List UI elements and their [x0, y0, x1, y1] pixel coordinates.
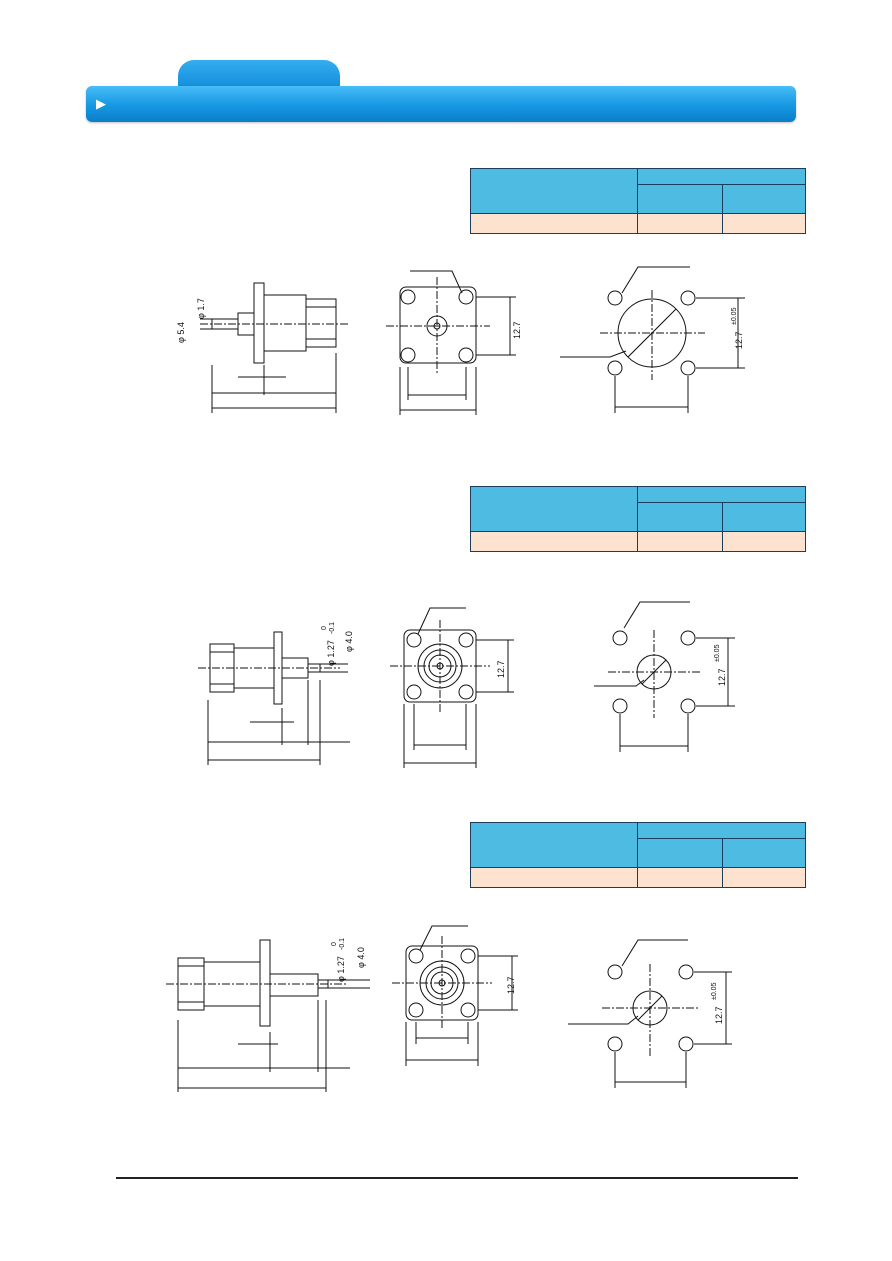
spec-table-header-cell	[722, 184, 806, 214]
dim-label: φ 4.0	[344, 631, 354, 652]
panel-cutout-3	[568, 939, 732, 1088]
spec-table-cell	[722, 213, 806, 234]
panel-cutout-1	[560, 266, 745, 413]
dim-label: φ 1.27	[326, 640, 336, 666]
spec-table-header-cell	[637, 822, 806, 839]
dim-label: 12.7	[496, 660, 506, 678]
drawing-section-1: φ 1.7 φ 5.4 12.7 12.7 ±0.05	[176, 266, 745, 415]
spec-table-cell	[637, 213, 723, 234]
header-bar: ▶	[86, 86, 796, 122]
dim-tolerance: ±0.05	[731, 307, 738, 325]
play-arrow-icon: ▶	[96, 96, 106, 111]
dim-tolerance: -0.1	[339, 938, 346, 950]
spec-table-header-cell	[722, 502, 806, 532]
spec-table-header-cell	[722, 838, 806, 868]
dim-label: 12.7	[512, 321, 522, 339]
dim-tolerance: ±0.05	[714, 644, 721, 662]
dim-label: φ 4.0	[356, 947, 366, 968]
front-view-2	[390, 607, 514, 768]
dim-tolerance: 0	[321, 626, 328, 630]
dim-label: 12.7	[506, 976, 516, 994]
spec-table-1	[470, 168, 806, 234]
dim-label: φ 1.7	[196, 298, 206, 319]
dim-label: 12.7	[734, 331, 744, 349]
dim-tolerance: 0	[331, 942, 338, 946]
dim-tolerance: ±0.05	[711, 982, 718, 1000]
spec-table-header-cell	[637, 184, 723, 214]
spec-table-cell	[470, 867, 638, 888]
spec-table-2	[470, 486, 806, 552]
front-view-3	[392, 925, 518, 1066]
side-view-2	[198, 631, 350, 765]
dim-label: 12.7	[717, 668, 727, 686]
spec-table-3	[470, 822, 806, 888]
side-view-1	[200, 282, 350, 413]
spec-table-header-cell	[637, 486, 806, 503]
spec-table-header-cell	[637, 838, 723, 868]
spec-table-header-cell	[470, 486, 638, 532]
spec-table-cell	[470, 531, 638, 552]
spec-table-header-cell	[637, 168, 806, 185]
spec-table-cell	[470, 213, 638, 234]
spec-table-cell	[637, 867, 723, 888]
dim-tolerance: -0.1	[329, 622, 336, 634]
side-view-3	[166, 939, 370, 1092]
spec-table-cell	[637, 531, 723, 552]
dim-label: φ 1.27	[336, 956, 346, 982]
spec-table-header-cell	[470, 168, 638, 214]
spec-table-cell	[722, 531, 806, 552]
drawing-section-2: φ 1.27 0 -0.1 φ 4.0 12.7 12.7 ±0.05	[198, 601, 735, 768]
front-view-1	[386, 270, 516, 415]
panel-cutout-2	[594, 601, 735, 752]
dim-label: 12.7	[714, 1006, 724, 1024]
footer-rule	[116, 1177, 798, 1179]
dim-label: φ 5.4	[176, 322, 186, 343]
spec-table-header-cell	[637, 502, 723, 532]
drawing-section-3: φ 1.27 0 -0.1 φ 4.0 12.7 12.7 ±0.05	[166, 925, 732, 1092]
spec-table-header-cell	[470, 822, 638, 868]
spec-table-cell	[722, 867, 806, 888]
